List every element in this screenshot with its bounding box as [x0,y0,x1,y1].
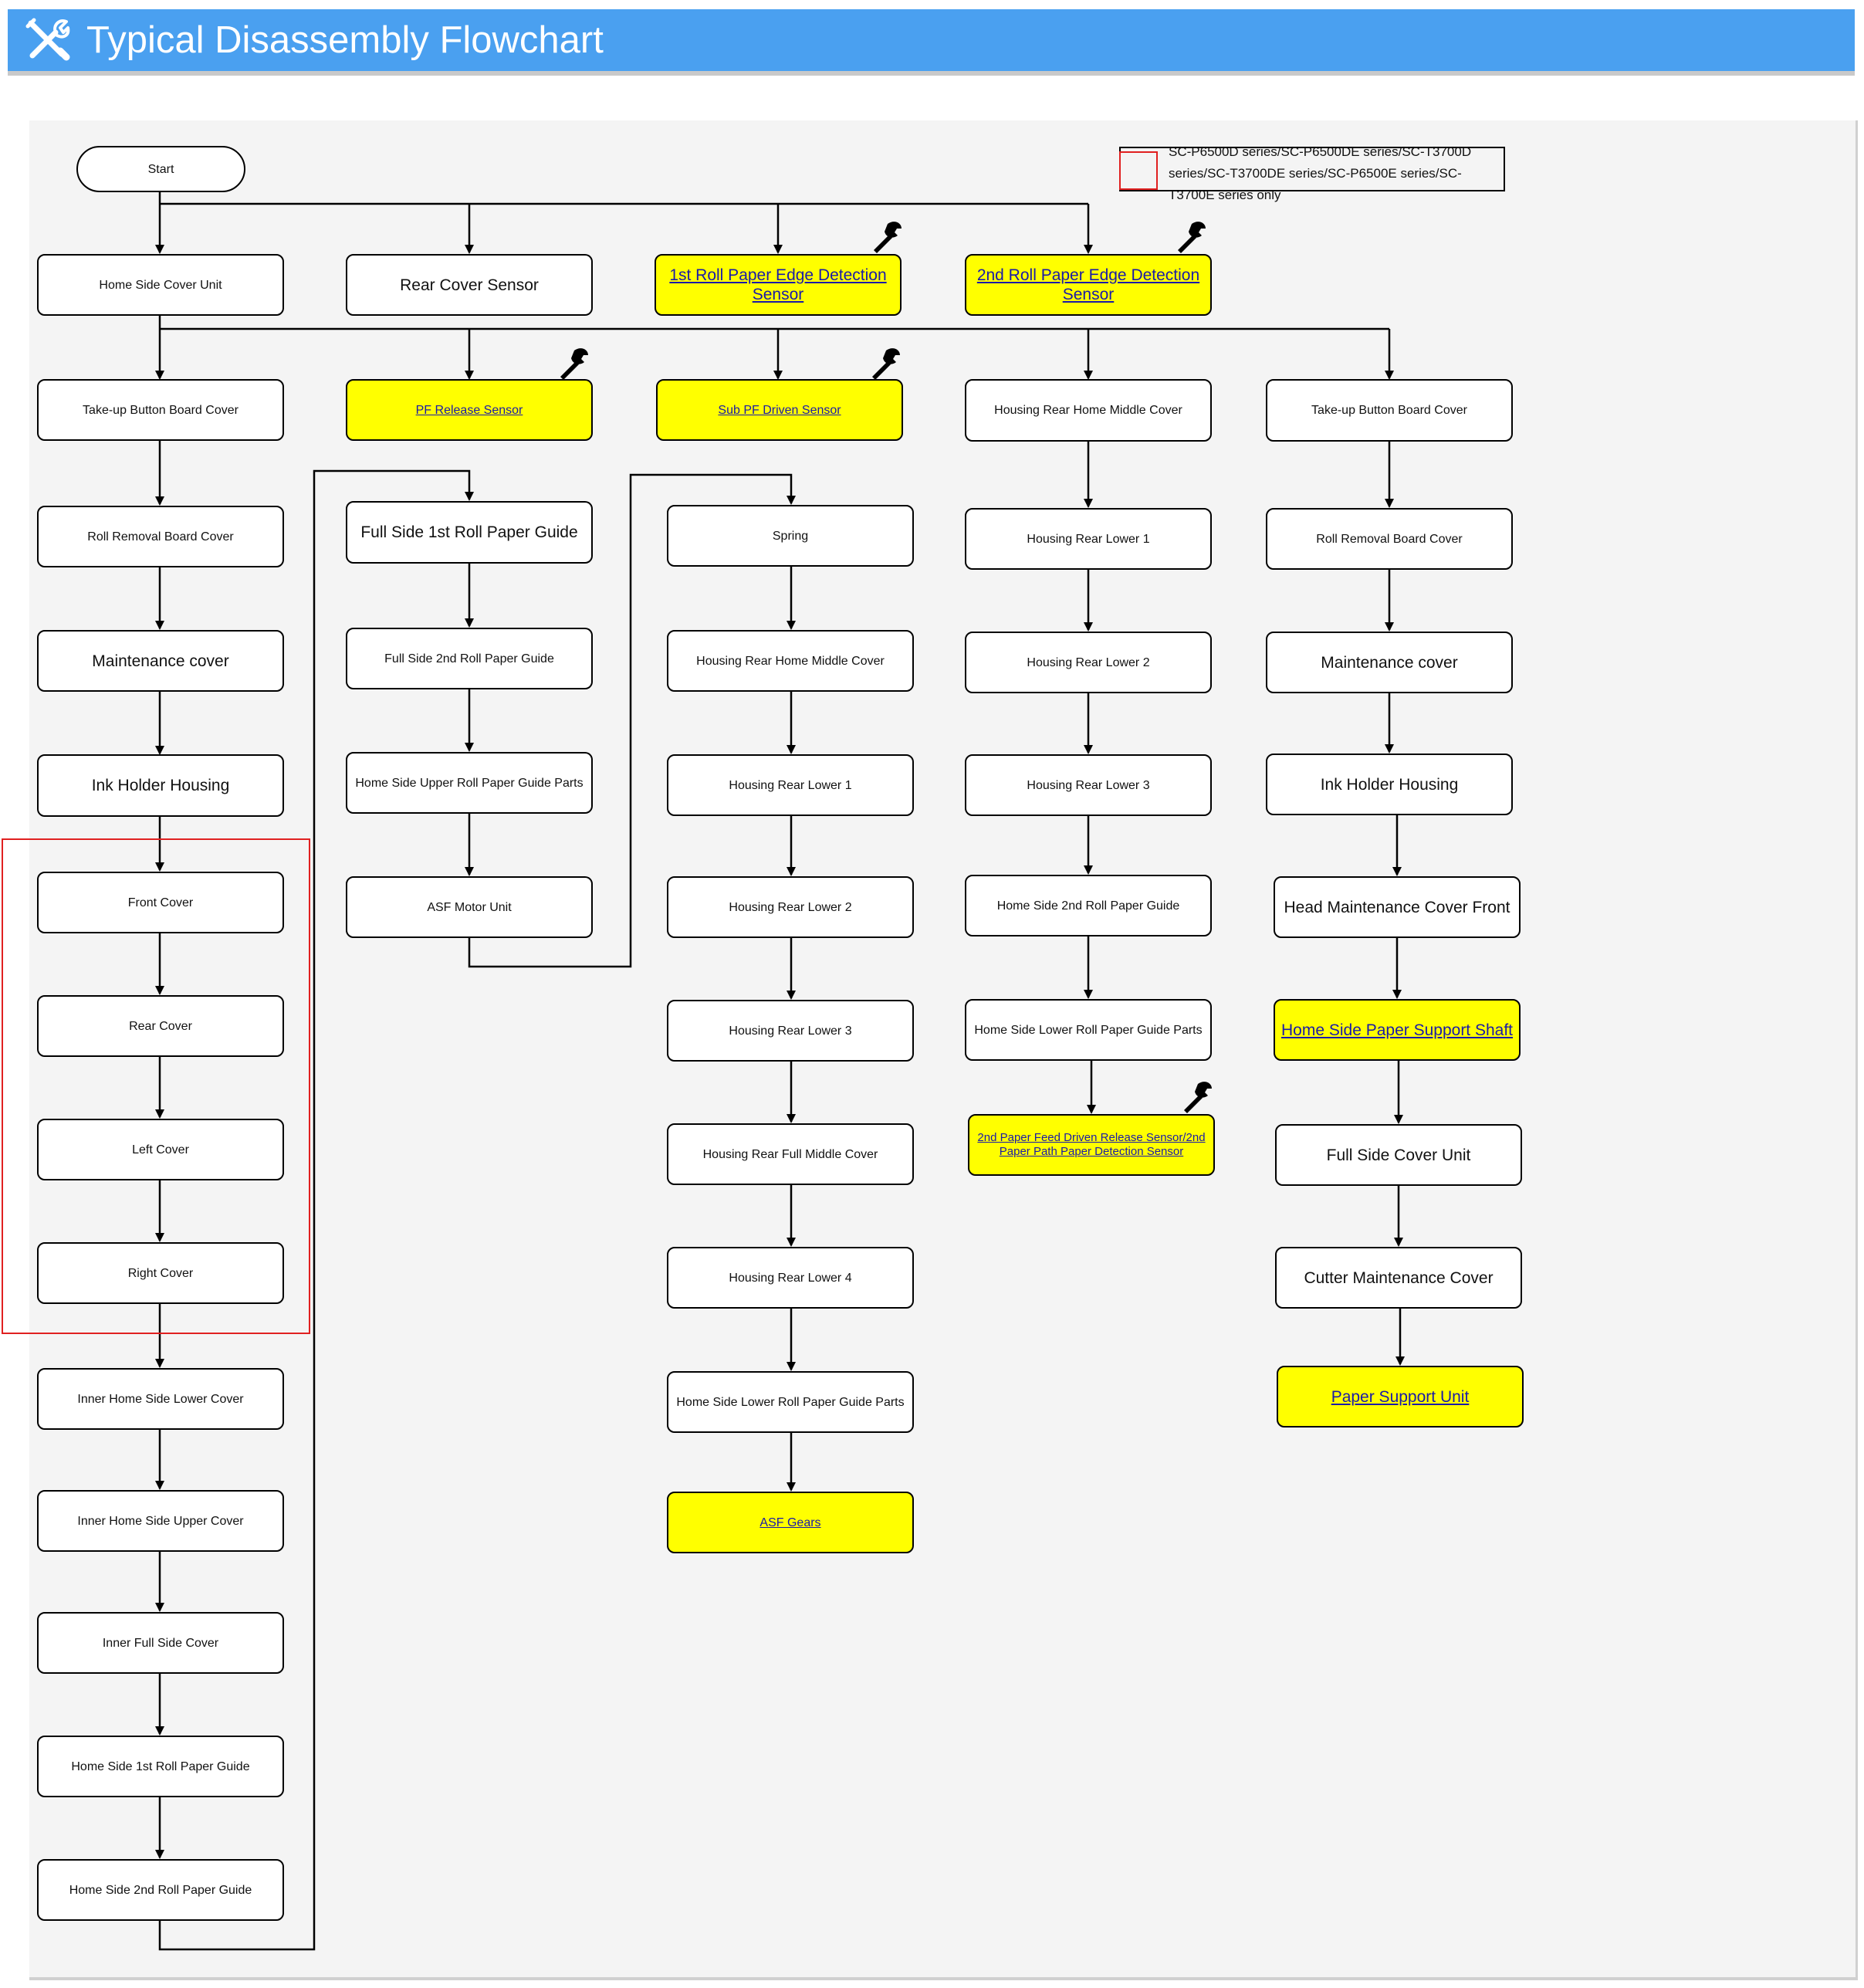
home-side-lower-roll-paper-guide-parts-node-2: Home Side Lower Roll Paper Guide Parts [965,999,1212,1061]
start-node: Start [76,146,245,192]
title-bar: Typical Disassembly Flowchart [8,9,1855,71]
cutter-maintenance-cover-node: Cutter Maintenance Cover [1275,1247,1522,1309]
housing-rear-full-middle-cover-node: Housing Rear Full Middle Cover [667,1123,914,1185]
2nd-roll-paper-edge-detection-sensor-link[interactable]: 2nd Roll Paper Edge Detection Sensor [965,254,1212,316]
housing-rear-home-middle-cover-node: Housing Rear Home Middle Cover [667,630,914,692]
home-side-2nd-roll-paper-guide-node-2: Home Side 2nd Roll Paper Guide [965,875,1212,936]
full-side-2nd-roll-paper-guide-node: Full Side 2nd Roll Paper Guide [346,628,593,689]
housing-rear-lower-1-node: Housing Rear Lower 1 [667,754,914,816]
home-side-cover-unit-node: Home Side Cover Unit [37,254,284,316]
housing-rear-home-middle-cover-node-2: Housing Rear Home Middle Cover [965,379,1212,442]
page-title: Typical Disassembly Flowchart [86,19,604,61]
ink-holder-housing-node-2: Ink Holder Housing [1266,754,1513,815]
home-side-upper-roll-paper-guide-parts-node: Home Side Upper Roll Paper Guide Parts [346,752,593,814]
legend-text: SC-P6500D series/SC-P6500DE series/SC-T3… [1169,144,1472,202]
rear-cover-sensor-node: Rear Cover Sensor [346,254,593,316]
inner-home-side-lower-cover-node: Inner Home Side Lower Cover [37,1368,284,1430]
series-only-group-frame [2,838,310,1334]
maintenance-cover-node-2: Maintenance cover [1266,632,1513,693]
wrench-icon [560,348,588,380]
flowchart-canvas [29,120,1858,1980]
inner-home-side-upper-cover-node: Inner Home Side Upper Cover [37,1490,284,1552]
paper-support-unit-link[interactable]: Paper Support Unit [1277,1366,1524,1427]
home-side-2nd-roll-paper-guide-node: Home Side 2nd Roll Paper Guide [37,1859,284,1921]
home-side-1st-roll-paper-guide-node: Home Side 1st Roll Paper Guide [37,1736,284,1797]
home-side-lower-roll-paper-guide-parts-node: Home Side Lower Roll Paper Guide Parts [667,1371,914,1433]
wrench-icon [1178,222,1206,253]
roll-removal-board-cover-node-2: Roll Removal Board Cover [1266,508,1513,570]
legend-swatch [1119,151,1158,190]
asf-motor-unit-node: ASF Motor Unit [346,876,593,938]
full-side-1st-roll-paper-guide-node: Full Side 1st Roll Paper Guide [346,501,593,564]
housing-rear-lower-2-node-2: Housing Rear Lower 2 [965,632,1212,693]
1st-roll-paper-edge-detection-sensor-link[interactable]: 1st Roll Paper Edge Detection Sensor [655,254,902,316]
left-cover-node: Left Cover [37,1119,284,1180]
spring-node: Spring [667,505,914,567]
head-maintenance-cover-front-node: Head Maintenance Cover Front [1274,876,1521,938]
wrench-icon [1184,1082,1212,1113]
takeup-button-board-cover-node-2: Take-up Button Board Cover [1266,379,1513,442]
takeup-button-board-cover-node: Take-up Button Board Cover [37,379,284,441]
wrench-icon [874,222,902,253]
tools-icon [25,18,70,61]
asf-gears-link[interactable]: ASF Gears [667,1492,914,1553]
2nd-paper-feed-driven-release-sensor-link[interactable]: 2nd Paper Feed Driven Release Sensor/2nd… [968,1114,1215,1176]
housing-rear-lower-4-node: Housing Rear Lower 4 [667,1247,914,1309]
wrench-icon [872,348,900,380]
roll-removal-board-cover-node: Roll Removal Board Cover [37,506,284,567]
housing-rear-lower-1-node-2: Housing Rear Lower 1 [965,508,1212,570]
connector-lines [155,191,1405,1951]
full-side-cover-unit-node: Full Side Cover Unit [1275,1124,1522,1186]
inner-full-side-cover-node: Inner Full Side Cover [37,1612,284,1674]
housing-rear-lower-3-node: Housing Rear Lower 3 [667,1000,914,1062]
pf-release-sensor-link[interactable]: PF Release Sensor [346,379,593,441]
maintenance-cover-node: Maintenance cover [37,630,284,692]
right-cover-node: Right Cover [37,1242,284,1304]
home-side-paper-support-shaft-link[interactable]: Home Side Paper Support Shaft [1274,999,1521,1061]
rear-cover-node: Rear Cover [37,995,284,1057]
front-cover-node: Front Cover [37,872,284,933]
sub-pf-driven-sensor-link[interactable]: Sub PF Driven Sensor [656,379,903,441]
housing-rear-lower-2-node: Housing Rear Lower 2 [667,876,914,938]
ink-holder-housing-node: Ink Holder Housing [37,754,284,817]
housing-rear-lower-3-node-2: Housing Rear Lower 3 [965,754,1212,816]
